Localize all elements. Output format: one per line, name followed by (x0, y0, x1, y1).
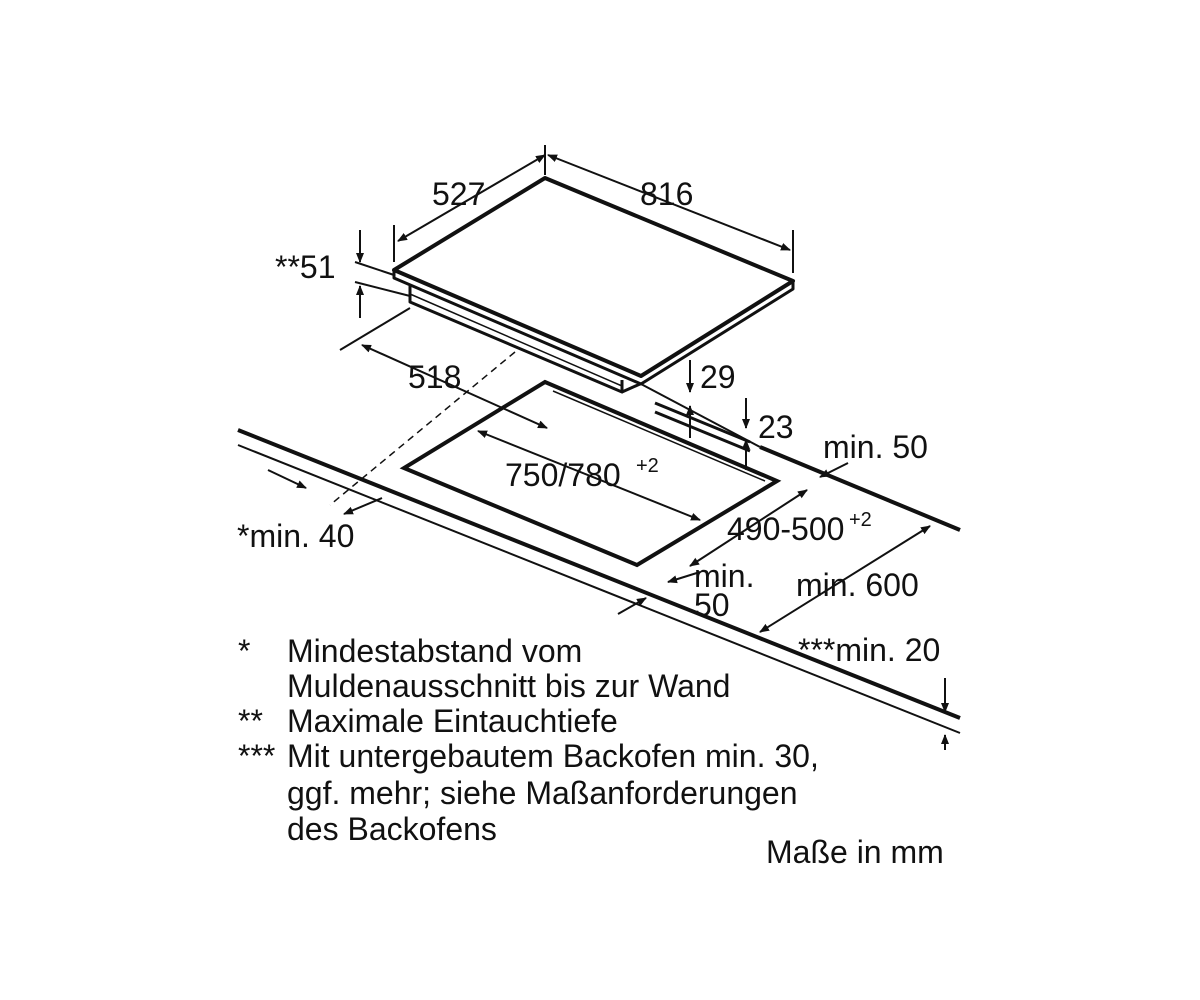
dim-cutout-offset-line (361, 344, 548, 429)
label-cutout-width-tolerance: +2 (636, 455, 659, 477)
label-cutout-depth: 490-500 (727, 511, 844, 547)
dim-wall-gap-arrow-right (343, 497, 383, 515)
worktop-front-edge-top (237, 428, 961, 720)
hob-underbody-right (621, 382, 641, 394)
label-oven-gap: ***min. 20 (798, 632, 940, 668)
worktop-edges (237, 351, 961, 734)
label-front-min-2: 50 (694, 587, 730, 623)
footnote-2-line-1: Maximale Eintauchtiefe (287, 703, 618, 739)
frame-line-2 (654, 410, 751, 453)
footnote-2-mark: ** (238, 703, 263, 739)
footnote-1-line-2: Muldenausschnitt bis zur Wand (287, 668, 731, 704)
dim-width-line (547, 154, 791, 251)
label-depth: 527 (432, 176, 485, 212)
worktop-front-edge-bottom (237, 444, 961, 734)
label-cutout-width: 750/780 (505, 457, 621, 493)
dim-wall-gap-arrow-left (267, 469, 307, 489)
label-frame-thickness: 23 (758, 409, 794, 445)
label-frame-height: 29 (700, 359, 736, 395)
footnote-3-mark: *** (238, 738, 276, 774)
label-cutout-depth-tolerance: +2 (849, 509, 872, 531)
dim-front-min-arrow-right (667, 571, 701, 584)
dim-depth-line (397, 154, 546, 242)
footnote-3-line-2: ggf. mehr; siehe Maßanforderungen (287, 775, 798, 811)
footnote-3-line-1: Mit untergebautem Backofen min. 30, (287, 738, 819, 774)
dim-cutout-depth-line (689, 489, 808, 567)
label-cutout-offset: 518 (408, 359, 461, 395)
worktop-back-edge (759, 445, 961, 532)
frame-line-1 (654, 401, 751, 444)
label-front-min-1: min. (694, 558, 754, 594)
dim-side-min-arrow (819, 462, 849, 478)
label-worktop-min-depth: min. 600 (796, 567, 919, 603)
footnote-1-line-1: Mindestabstand vom (287, 633, 583, 669)
label-wall-gap: *min. 40 (237, 518, 354, 554)
label-width: 816 (640, 176, 693, 212)
units-note: Maße in mm (766, 834, 944, 870)
footnote-3-line-3: des Backofens (287, 811, 497, 847)
dim-front-min-arrow-left (617, 597, 647, 615)
label-side-min: min. 50 (823, 429, 928, 465)
label-immersion-depth: **51 (275, 249, 336, 285)
footnote-1-mark: * (238, 633, 251, 669)
dim-cutout-width-line (477, 430, 701, 521)
dim-worktop-depth-line (759, 525, 931, 633)
dimension-lines (267, 145, 949, 750)
